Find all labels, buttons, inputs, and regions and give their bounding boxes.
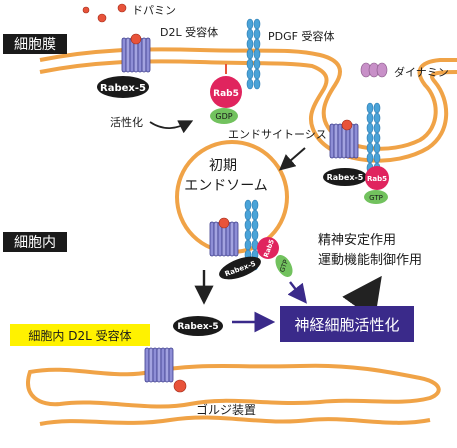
d2l-receptor-endosome: Rabex-5 Rab5 GTP: [209, 199, 293, 280]
gtp-node: [364, 190, 388, 204]
pdgf-receptor-membrane: [246, 18, 261, 90]
rabex5-label-1: Rabex-5: [100, 83, 146, 94]
plasma-membrane: [39, 47, 457, 163]
rab5-node: [210, 76, 242, 108]
effect-arrow: [342, 275, 382, 321]
rabex5-vesicle: [323, 168, 367, 186]
effect-label-2: 運動機能制御作用: [318, 253, 422, 268]
gdp-node: [210, 108, 238, 124]
gtp-node: [275, 255, 293, 277]
d2l-receptor-intracellular: Rabex-5: [144, 316, 223, 393]
golgi-label: ゴルジ装置: [196, 402, 256, 417]
gtp-label-1: GTP: [369, 194, 383, 202]
rab5-gdp-complex: Rab5 GDP: [210, 64, 242, 124]
rabex5-label-2: Rabex-5: [327, 173, 364, 182]
activation-arrow: [149, 120, 194, 134]
rabex5-membrane: [97, 76, 149, 98]
activation-label: 活性化: [110, 115, 143, 129]
dopamine-molecules: [82, 3, 127, 23]
effect-label-1: 精神安定作用: [318, 233, 396, 248]
dynamin: [360, 62, 388, 78]
endocytosis-label: エンドサイトーシス: [228, 128, 327, 141]
neuron-activation-label: 神経細胞活性化: [294, 316, 399, 334]
gtp-label-2: GTP: [278, 259, 290, 274]
rabex5-label-4: Rabex-5: [177, 322, 218, 332]
cell-membrane-label: 細胞膜: [14, 37, 56, 53]
intracellular-tag: [3, 232, 67, 252]
rab5-node: [365, 166, 389, 190]
gtp-to-neuron-arrow: [287, 281, 307, 304]
early-endosome-label-2: エンドソーム: [184, 178, 268, 194]
intracellular-d2l-box: [10, 324, 150, 346]
cell-membrane-tag: [3, 34, 67, 54]
d2l-receptor-vesicle: Rabex-5 Rab5 GTP: [323, 102, 389, 204]
golgi-apparatus: [26, 363, 441, 426]
rab5-label-1: Rab5: [213, 89, 239, 99]
endocytosis-arrow: [278, 147, 306, 171]
dynamin-label: ダイナミン: [394, 65, 449, 79]
neuron-activation-box: [280, 306, 414, 342]
arrows: [149, 120, 382, 333]
d2l-receptor-membrane: Rabex-5: [97, 33, 151, 98]
d2l-receptor-label: D2L 受容体: [160, 25, 218, 39]
pdgf-receptor-label: PDGF 受容体: [268, 29, 334, 43]
rabex5-endosome: [219, 256, 261, 280]
intracellular-label: 細胞内: [14, 235, 56, 251]
dopamine-dot: [117, 3, 127, 13]
dopamine-dot: [82, 6, 90, 14]
dopamine-dot: [97, 13, 107, 23]
gdp-label: GDP: [215, 112, 232, 121]
rab5-label-2: Rab5: [367, 175, 387, 183]
rab5-node: [257, 237, 279, 259]
dopamine-label: ドパミン: [132, 4, 176, 17]
early-endosome-label-1: 初期: [209, 157, 237, 174]
rabex5-golgi: [173, 316, 223, 336]
intracellular-d2l-label: 細胞内 D2L 受容体: [28, 328, 131, 343]
